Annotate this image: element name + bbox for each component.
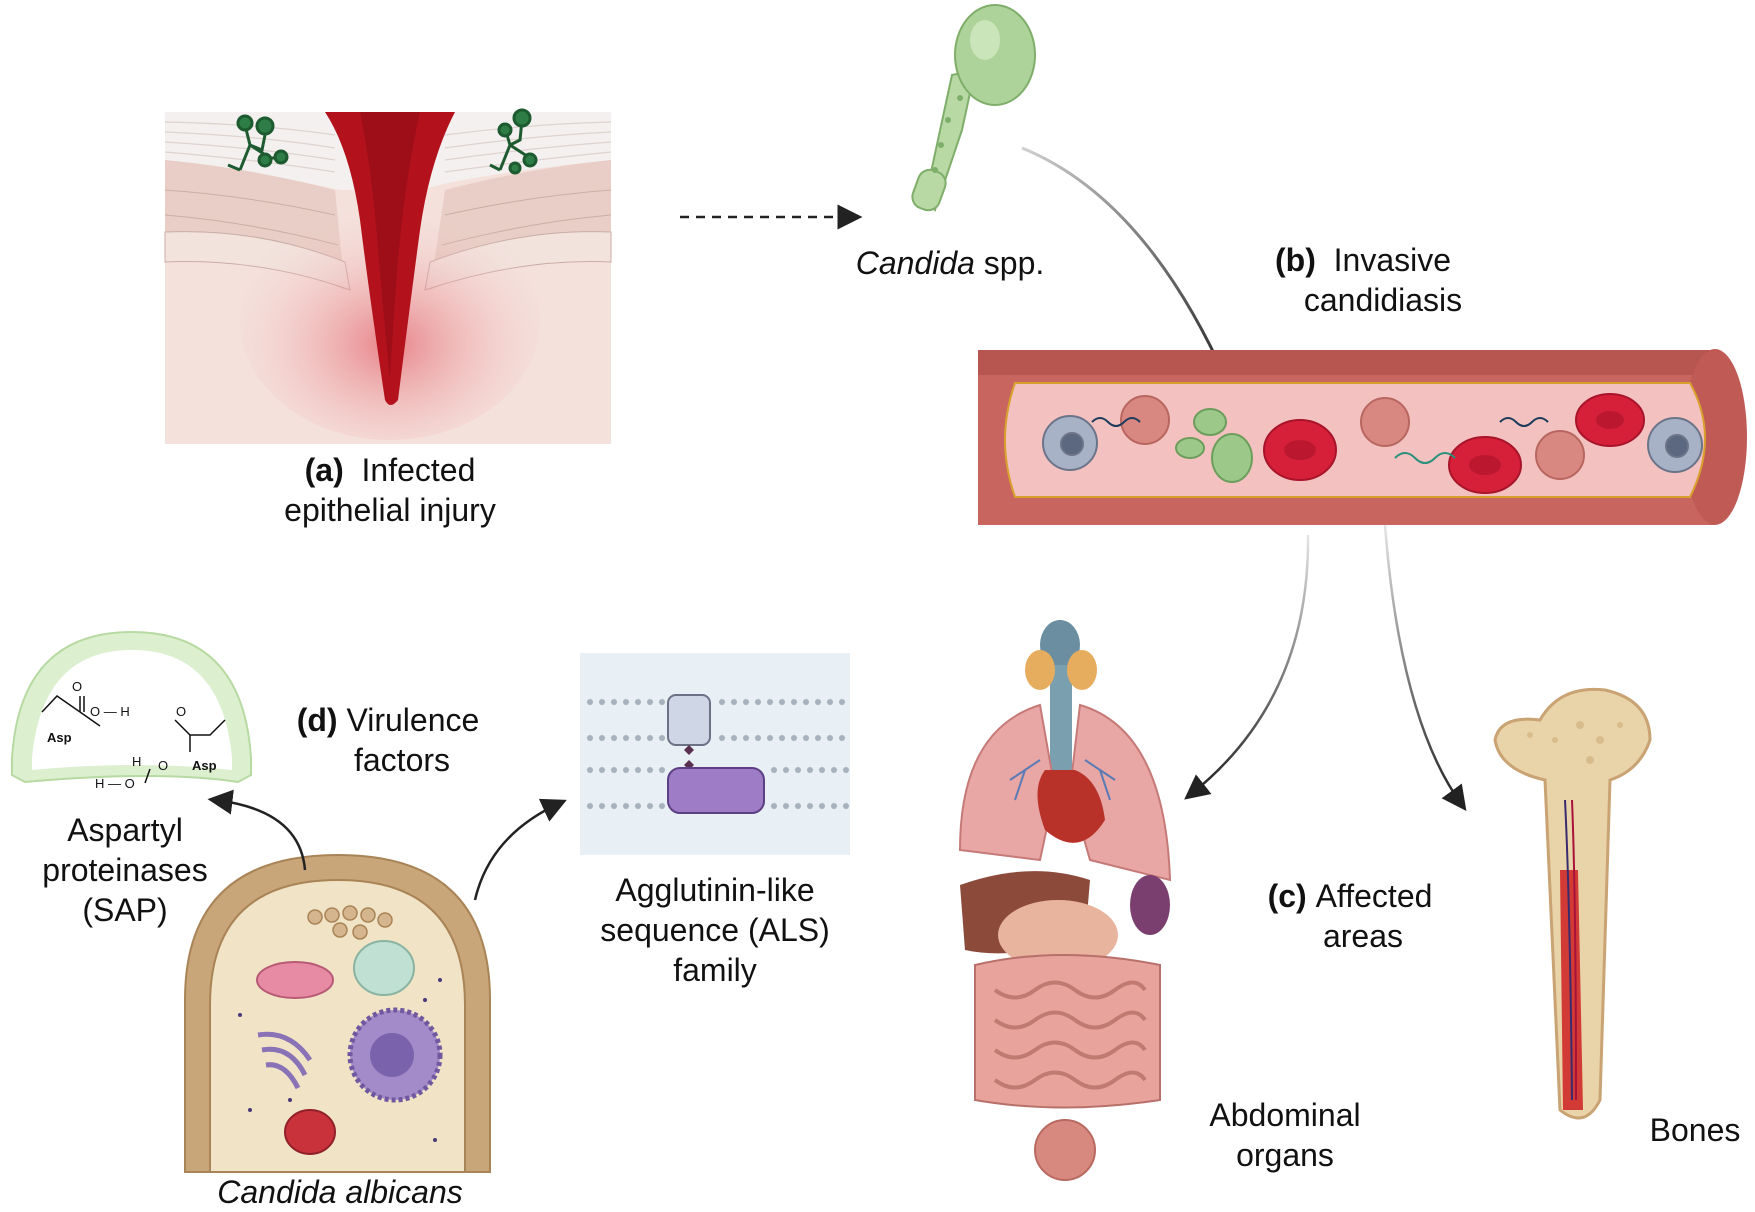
candida-albicans-cell-illustration	[184, 853, 491, 1173]
panel-a-line2: epithelial injury	[284, 492, 496, 528]
candida-hyphae-left	[227, 114, 289, 172]
panel-d-label: (d) Virulence factors	[278, 700, 498, 780]
candida-albicans-label: Candida albicans	[217, 1174, 463, 1210]
als-line1: Agglutinin-like	[615, 872, 815, 908]
arrow-to-abdominal-organs	[1184, 534, 1310, 800]
panel-c-label: (c) Affected areas	[1240, 876, 1460, 956]
panel-a-line1: Infected	[361, 452, 476, 488]
candida-spp-label: Candida spp.	[830, 243, 1070, 283]
panel-a-tag: (a)	[304, 452, 344, 488]
immune-cell	[1042, 415, 1703, 473]
panel-c-line1: Affected	[1315, 878, 1433, 914]
sap-line2: proteinases	[42, 852, 208, 888]
arrow-to-bones	[1383, 524, 1467, 812]
als-membrane-illustration	[580, 653, 850, 855]
platelet	[1120, 395, 1585, 480]
chem-o-top: O	[72, 679, 82, 694]
candida-yeast-cells	[1175, 408, 1253, 483]
abdominal-organs-label: Abdominal organs	[1185, 1095, 1385, 1175]
panel-a-label: (a) Infected epithelial injury	[250, 450, 530, 530]
aspartyl-proteinase-illustration	[11, 630, 252, 784]
panel-b-line2: candidiasis	[1303, 282, 1463, 318]
candida-spp-illustration	[911, 4, 1036, 212]
panel-c-tag: (c)	[1267, 878, 1307, 914]
als-line3: family	[673, 952, 757, 988]
panel-b-tag: (b)	[1274, 242, 1316, 278]
panel-b-label: (b) Invasive candidiasis	[1238, 240, 1488, 320]
arrow-to-bloodstream	[1021, 146, 1239, 404]
abdominal-line2: organs	[1236, 1137, 1334, 1173]
abdominal-organs-illustration	[958, 620, 1172, 1181]
chem-o-right: O	[176, 704, 186, 719]
epithelial-injury-illustration	[164, 108, 612, 444]
als-label: Agglutinin-like sequence (ALS) family	[590, 870, 840, 990]
panel-d-tag: (d)	[296, 702, 338, 738]
bone-illustration	[1493, 687, 1652, 1120]
candida-hyphae-right	[489, 108, 538, 175]
abdominal-line1: Abdominal	[1209, 1097, 1361, 1133]
als-line2: sequence (ALS)	[600, 912, 830, 948]
arrow-to-sap	[207, 789, 307, 871]
panel-b-line1: Invasive	[1333, 242, 1452, 278]
blood-vessel-illustration	[978, 349, 1747, 525]
bones-label: Bones	[1649, 1112, 1741, 1148]
sap-line3: (SAP)	[82, 892, 168, 928]
arrow-to-als	[473, 798, 567, 901]
chem-oh1: O — H	[90, 704, 130, 719]
sap-line1: Aspartyl	[67, 812, 183, 848]
chem-asp2: Asp	[192, 758, 217, 773]
chem-h-mid: H	[132, 754, 141, 769]
panel-d-line1: Virulence	[346, 702, 480, 738]
sap-label: Aspartyl proteinases (SAP)	[20, 810, 230, 930]
panel-d-line2: factors	[353, 742, 451, 778]
candida-spp-suffix: spp.	[974, 245, 1045, 281]
chem-o-left: H — O	[95, 776, 135, 791]
chem-o-mid: O	[158, 758, 168, 773]
chem-asp1: Asp	[47, 730, 72, 745]
panel-c-line2: areas	[1322, 918, 1404, 954]
candida-genus: Candida	[855, 245, 975, 281]
